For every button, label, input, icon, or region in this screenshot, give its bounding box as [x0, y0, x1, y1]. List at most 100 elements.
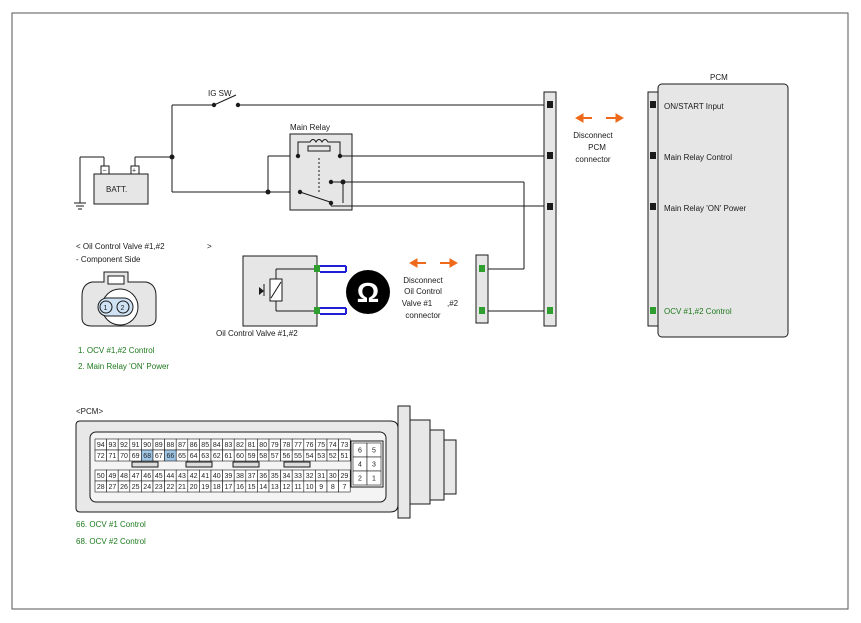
pcm-pin-label: 9 [319, 484, 323, 491]
ocv-title-line1: < Oil Control Valve #1,#2 [76, 242, 165, 251]
pcm-pin-label: 67 [155, 453, 163, 460]
pcm-pin-label: 89 [155, 442, 163, 449]
pcm-pin-label: 91 [132, 442, 140, 449]
pcm-pin-label: 39 [225, 473, 233, 480]
pcm-pin-label: 56 [283, 453, 291, 460]
main-relay-box [289, 133, 353, 211]
pcm-pin-label: 26 [120, 484, 128, 491]
pcm-pin-label: 62 [213, 453, 221, 460]
pcm-box [657, 83, 789, 338]
pcm-pin-label: 25 [132, 484, 140, 491]
battery-label: BATT. [106, 185, 127, 194]
pcm-pin-label: 75 [317, 442, 325, 449]
pcm-pin-label: 22 [167, 484, 175, 491]
pcm-pin-label: 82 [236, 442, 244, 449]
disconnect-ocv-line3: Valve #1 [402, 299, 433, 308]
svg-text:−: − [103, 168, 107, 175]
pcm-pin-main-relay-power: Main Relay 'ON' Power [664, 204, 747, 213]
pcm-pin-main-relay-control: Main Relay Control [664, 153, 732, 162]
pcm-pin-on-start: ON/START Input [664, 102, 724, 111]
pcm-pin-label: 78 [283, 442, 291, 449]
pcm-pin-label: 33 [294, 473, 302, 480]
pcm-pin-label: 37 [248, 473, 256, 480]
pcm-pin-label: 79 [271, 442, 279, 449]
pcm-pin-label: 14 [259, 484, 267, 491]
pcm-pin-label: 10 [306, 484, 314, 491]
pcm-harness-pin-ocv [547, 307, 553, 314]
disconnect-ocv-line4: connector [405, 311, 440, 320]
pcm-pin-label: 12 [283, 484, 291, 491]
disconnect-pcm-line1: Disconnect [573, 131, 613, 140]
pcm-pin-label: 15 [248, 484, 256, 491]
pcm-pin-label: 66 [167, 453, 175, 460]
pcm-pin-label: 32 [306, 473, 314, 480]
pcm-pin-label: 69 [132, 453, 140, 460]
pcm-pin-label: 58 [259, 453, 267, 460]
ig-switch-blade [213, 94, 237, 106]
pcm-pin-label: 53 [317, 453, 325, 460]
pcm-pin-label: 35 [271, 473, 279, 480]
pcm-pin-label: 59 [248, 453, 256, 460]
pcm-pin-label: 64 [190, 453, 198, 460]
ocv-wiring [486, 182, 548, 312]
pcm-pin-label: 43 [178, 473, 186, 480]
pcm-pin-label: 30 [329, 473, 337, 480]
pcm-pin-label: 40 [213, 473, 221, 480]
ocv-connector-view: < Oil Control Valve #1,#2 > - Component … [76, 242, 212, 371]
pcm-pin-label: 84 [213, 442, 221, 449]
pcm-pin-label: 81 [248, 442, 256, 449]
pcm-pin-label: 36 [259, 473, 267, 480]
ig-switch-contact-right [235, 102, 241, 108]
pcm-pin-label: 73 [341, 442, 349, 449]
ocv-title-line2: - Component Side [76, 255, 141, 264]
outer-frame [11, 12, 849, 610]
pcm-pin-label: 87 [178, 442, 186, 449]
pcm-pin-cell [338, 449, 351, 462]
pcm-pin-label: 88 [167, 442, 175, 449]
pcm-pin-label: 8 [331, 484, 335, 491]
pcm-pin-label: 83 [225, 442, 233, 449]
pcm-pin-label: 77 [294, 442, 302, 449]
svg-text:+: + [132, 168, 136, 175]
pcm-pin-label: 52 [329, 453, 337, 460]
pcm-pin-label: 68 [143, 453, 151, 460]
pcm-pin-label: 45 [155, 473, 163, 480]
pcm-pin-label: 57 [271, 453, 279, 460]
ocv-title-bracket: > [207, 242, 212, 251]
pcm-pin-label: 17 [225, 484, 233, 491]
pcm-pin-label: 61 [225, 453, 233, 460]
pcm-pin-label: 80 [259, 442, 267, 449]
pcm-connector-title: <PCM> [76, 407, 103, 416]
pcm-pin-label: 19 [201, 484, 209, 491]
pcm-pin-label: 16 [236, 484, 244, 491]
ocv-pin-1: 1 [104, 305, 108, 312]
pcm-module: PCM ON/START Input Main Relay Control Ma… [647, 73, 789, 338]
ocv-legend-2: 2. Main Relay 'ON' Power [78, 362, 169, 371]
disconnect-ocv-suffix: ,#2 [447, 299, 459, 308]
pcm-pin-label: 31 [317, 473, 325, 480]
pcm-pin-label: 49 [109, 473, 117, 480]
pcm-power-pin-label: 1 [372, 476, 376, 483]
relay-coil [297, 139, 341, 156]
pcm-pin-label: 27 [109, 484, 117, 491]
pcm-power-pin-label: 4 [358, 462, 362, 469]
pcm-pin-label: 63 [201, 453, 209, 460]
pcm-pin-label: 46 [143, 473, 151, 480]
pcm-pin-label: 71 [109, 453, 117, 460]
oil-control-valve: Oil Control Valve #1,#2 [216, 255, 320, 338]
pcm-power-pin-label: 6 [358, 448, 362, 455]
pcm-pin-label: 54 [306, 453, 314, 460]
pcm-pin-ocv-control: OCV #1,#2 Control [664, 307, 732, 316]
pcm-pin-label: 50 [97, 473, 105, 480]
disconnect-ocv-line1: Disconnect [403, 276, 443, 285]
pcm-pin-label: 41 [201, 473, 209, 480]
battery: − + BATT. [74, 156, 172, 210]
disconnect-pcm-line2: PCM [588, 143, 606, 152]
battery-body [93, 173, 149, 205]
main-relay: Main Relay [289, 123, 548, 211]
pcm-pin-label: 74 [329, 442, 337, 449]
pcm-pin-label: 90 [143, 442, 151, 449]
pcm-pin-label: 34 [283, 473, 291, 480]
